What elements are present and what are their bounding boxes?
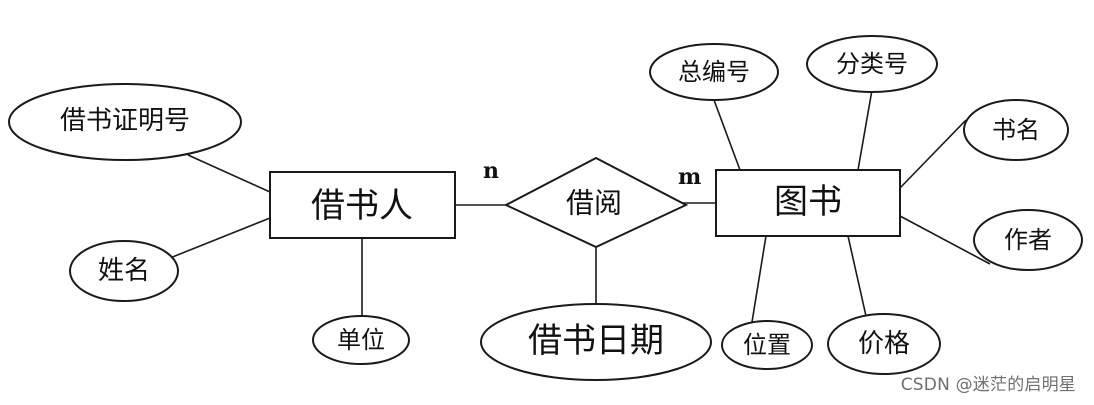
attribute-author: 作者: [973, 209, 1083, 271]
line-title-to-book: [899, 119, 967, 189]
attribute-category-number: 分类号: [806, 35, 938, 93]
attribute-price: 价格: [827, 313, 941, 375]
attribute-borrow-date-label: 借书日期: [528, 321, 664, 361]
attribute-total-number-label: 总编号: [678, 58, 750, 86]
line-card-number-to-borrower: [187, 154, 271, 193]
attribute-author-label: 作者: [1004, 226, 1052, 254]
attribute-price-label: 价格: [858, 329, 910, 359]
attribute-location: 位置: [721, 320, 813, 370]
attribute-name: 姓名: [69, 240, 179, 302]
attribute-borrow-date-ellipse: [480, 303, 712, 381]
entity-book-box: [715, 169, 901, 237]
attribute-card-number-label: 借书证明号: [60, 106, 190, 136]
attribute-card-number-ellipse: [8, 83, 242, 161]
entity-book-label: 图书: [774, 182, 842, 222]
relationship-borrow: 借阅: [503, 156, 689, 249]
entity-borrower: 借书人: [269, 171, 456, 239]
attribute-borrow-date: 借书日期: [480, 303, 712, 381]
relationship-label: 借阅: [566, 187, 622, 220]
line-total-number-to-book: [713, 99, 741, 171]
line-name-to-borrower: [169, 217, 271, 259]
attribute-unit: 单位: [312, 315, 410, 365]
attribute-title-ellipse: [963, 99, 1069, 161]
line-price-to-book: [847, 235, 867, 317]
attribute-name-ellipse: [69, 240, 179, 302]
attribute-unit-label: 单位: [337, 326, 385, 354]
attribute-category-number-label: 分类号: [836, 50, 908, 78]
attribute-price-ellipse: [827, 313, 941, 375]
line-author-to-book: [899, 215, 991, 265]
connector-lines: [169, 89, 991, 323]
line-location-to-book: [751, 235, 767, 323]
attribute-category-number-ellipse: [806, 35, 938, 93]
attribute-title-label: 书名: [992, 116, 1040, 144]
attribute-author-ellipse: [973, 209, 1083, 271]
cardinality-m: m: [678, 164, 701, 190]
attribute-location-label: 位置: [743, 331, 791, 359]
entity-borrower-box: [269, 171, 456, 239]
attribute-name-label: 姓名: [98, 256, 150, 286]
attribute-card-number: 借书证明号: [8, 83, 242, 161]
entity-borrower-label: 借书人: [311, 186, 413, 226]
line-category-number-to-book: [857, 89, 873, 171]
attribute-location-ellipse: [721, 320, 813, 370]
attribute-unit-ellipse: [312, 315, 410, 365]
entity-book: 图书: [715, 169, 901, 237]
cardinality-n: n: [483, 158, 499, 184]
attribute-total-number: 总编号: [649, 43, 779, 101]
attribute-total-number-ellipse: [649, 43, 779, 101]
watermark-text: CSDN @迷茫的启明星: [900, 375, 1076, 395]
attribute-title: 书名: [963, 99, 1069, 161]
relationship-diamond: [503, 156, 689, 249]
